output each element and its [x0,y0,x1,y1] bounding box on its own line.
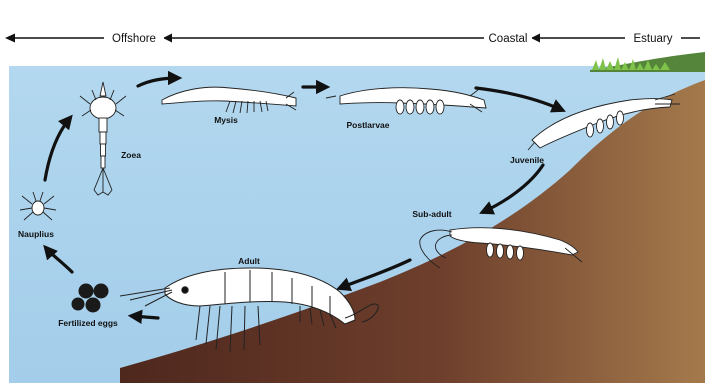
label-fertilized-eggs: Fertilized eggs [58,318,118,328]
arrow-adult-to-eggs [132,316,158,318]
label-mysis: Mysis [214,115,238,125]
label-juvenile: Juvenile [510,155,544,165]
zone-label-estuary: Estuary [634,33,673,45]
label-postlarvae: Postlarvae [347,120,390,130]
label-zoea: Zoea [121,150,141,160]
label-adult: Adult [238,256,260,266]
label-sub-adult: Sub-adult [412,209,451,219]
zone-label-coastal: Coastal [489,33,528,45]
label-nauplius: Nauplius [18,229,54,239]
zone-label-offshore: Offshore [112,33,156,45]
